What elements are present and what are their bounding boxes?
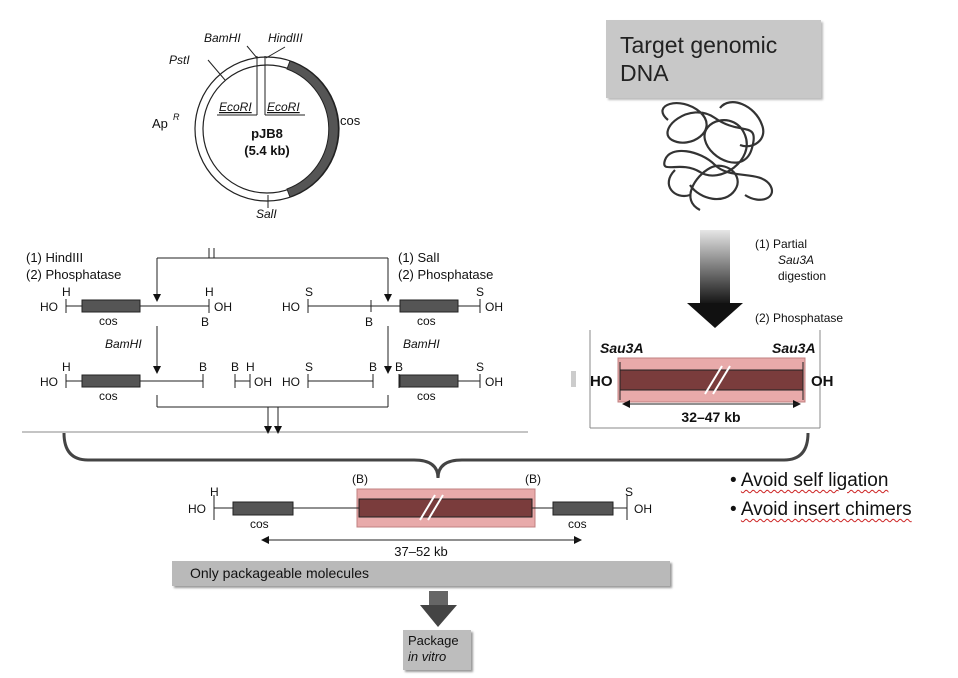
r2-cos2: cos bbox=[417, 389, 436, 403]
target-genomic-dna-label: Target genomic DNA bbox=[620, 32, 778, 86]
package-in-vitro-box: Package in vitro bbox=[403, 630, 471, 670]
plasmid-size: (5.4 kb) bbox=[244, 143, 290, 158]
r1-h-left: H bbox=[62, 285, 71, 299]
r2-ho1: HO bbox=[40, 375, 58, 389]
r2-b3: B bbox=[369, 360, 377, 374]
product-ho: HO bbox=[188, 502, 206, 516]
sau3a-right-label: Sau3A bbox=[772, 340, 816, 356]
product-size: 37–52 kb bbox=[394, 544, 448, 559]
right-step1a: (1) SalI bbox=[398, 250, 440, 265]
apr-label: Ap bbox=[152, 116, 168, 131]
genomic-dna-tangle bbox=[661, 101, 773, 211]
hindiii-site-label: HindIII bbox=[268, 31, 303, 45]
package-label: Package bbox=[408, 633, 459, 648]
product-cos-left: cos bbox=[250, 517, 269, 531]
product-h: H bbox=[210, 485, 219, 499]
bamhi-site-label: BamHI bbox=[204, 31, 241, 45]
package-arrow bbox=[420, 591, 457, 627]
r1-s-right: S bbox=[476, 285, 484, 299]
vector-preparation-panel bbox=[22, 248, 528, 434]
r1-oh-far-right: OH bbox=[485, 300, 503, 314]
r2-s1: S bbox=[305, 360, 313, 374]
r1-oh-right: OH bbox=[214, 300, 232, 314]
in-vitro-label: in vitro bbox=[408, 649, 447, 664]
bullet-item: • Avoid insert chimers bbox=[730, 499, 912, 520]
r1-s-left: S bbox=[305, 285, 313, 299]
r2-oh1: OH bbox=[254, 375, 272, 389]
partial-digestion-arrow bbox=[687, 230, 743, 328]
product-b-left: (B) bbox=[352, 472, 368, 486]
plasmid-map bbox=[194, 45, 340, 208]
r2-s2: S bbox=[476, 360, 484, 374]
target-genomic-dna-box bbox=[606, 20, 821, 98]
bamhi-right-step: BamHI bbox=[403, 337, 440, 351]
bullet-list: • Avoid self ligation • Avoid insert chi… bbox=[730, 466, 912, 524]
bamhi-left-step: BamHI bbox=[105, 337, 142, 351]
genomic-step2: (2) Phosphatase bbox=[755, 311, 843, 325]
plasmid-name: pJB8 bbox=[251, 126, 283, 141]
sau3a-left-label: Sau3A bbox=[600, 340, 644, 356]
ecori-left-label: EcoRI bbox=[219, 100, 252, 114]
r1-cos-left: cos bbox=[99, 314, 118, 328]
apr-sup: R bbox=[173, 112, 180, 122]
r1-ho-left: HO bbox=[40, 300, 58, 314]
r1-ho-mid: HO bbox=[282, 300, 300, 314]
right-step1b: (2) Phosphatase bbox=[398, 267, 493, 282]
r2-ho2: HO bbox=[282, 375, 300, 389]
insert-size: 32–47 kb bbox=[681, 409, 740, 425]
psti-site-label: PstI bbox=[169, 53, 190, 67]
product-b-right: (B) bbox=[525, 472, 541, 486]
left-step1a: (1) HindIII bbox=[26, 250, 83, 265]
genomic-step1b: Sau3A bbox=[778, 253, 814, 267]
bullet-item: • Avoid self ligation bbox=[730, 470, 889, 491]
r1-b-left: B bbox=[201, 315, 209, 329]
r2-cos1: cos bbox=[99, 389, 118, 403]
genomic-step1c: digestion bbox=[778, 269, 826, 283]
r1-h-right: H bbox=[205, 285, 214, 299]
insert-oh: OH bbox=[811, 373, 834, 390]
r1-cos-right: cos bbox=[417, 314, 436, 328]
r2-h1: H bbox=[62, 360, 71, 374]
r2-h2: H bbox=[246, 360, 255, 374]
ligation-brace bbox=[62, 432, 810, 479]
sali-site-label: SalI bbox=[256, 207, 277, 221]
plasmid-cos-label: cos bbox=[340, 113, 361, 128]
product-s: S bbox=[625, 485, 633, 499]
left-step1b: (2) Phosphatase bbox=[26, 267, 121, 282]
packageable-molecules-bar: Only packageable molecules bbox=[172, 561, 670, 586]
insert-ho: HO bbox=[590, 373, 613, 390]
r2-b1: B bbox=[199, 360, 207, 374]
product-oh: OH bbox=[634, 502, 652, 516]
r1-b-right: B bbox=[365, 315, 373, 329]
product-cos-right: cos bbox=[568, 517, 587, 531]
r2-oh2: OH bbox=[485, 375, 503, 389]
r2-b4: B bbox=[395, 360, 403, 374]
cos-arc bbox=[286, 60, 339, 198]
recombinant-cosmid bbox=[213, 488, 628, 544]
genomic-step1: (1) Partial bbox=[755, 237, 807, 251]
ecori-right-label: EcoRI bbox=[267, 100, 300, 114]
sau3a-insert-panel bbox=[571, 330, 821, 429]
r2-b2: B bbox=[231, 360, 239, 374]
